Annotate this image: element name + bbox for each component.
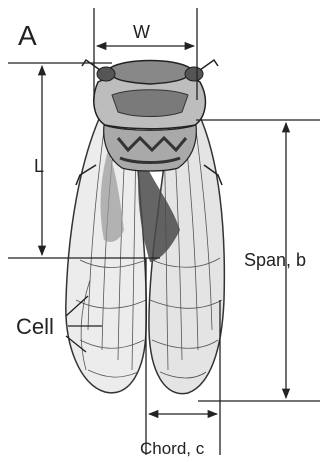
- antenna-right: [200, 60, 218, 70]
- head: [110, 61, 191, 85]
- antenna-left: [82, 60, 100, 70]
- span-label: Span, b: [244, 251, 306, 269]
- width-label: W: [133, 23, 150, 41]
- cell-label: Cell: [16, 316, 54, 338]
- length-label: L: [34, 157, 44, 175]
- chord-label: Chord, c: [140, 440, 204, 457]
- panel-label: A: [18, 22, 37, 50]
- cicada-illustration: [66, 60, 225, 394]
